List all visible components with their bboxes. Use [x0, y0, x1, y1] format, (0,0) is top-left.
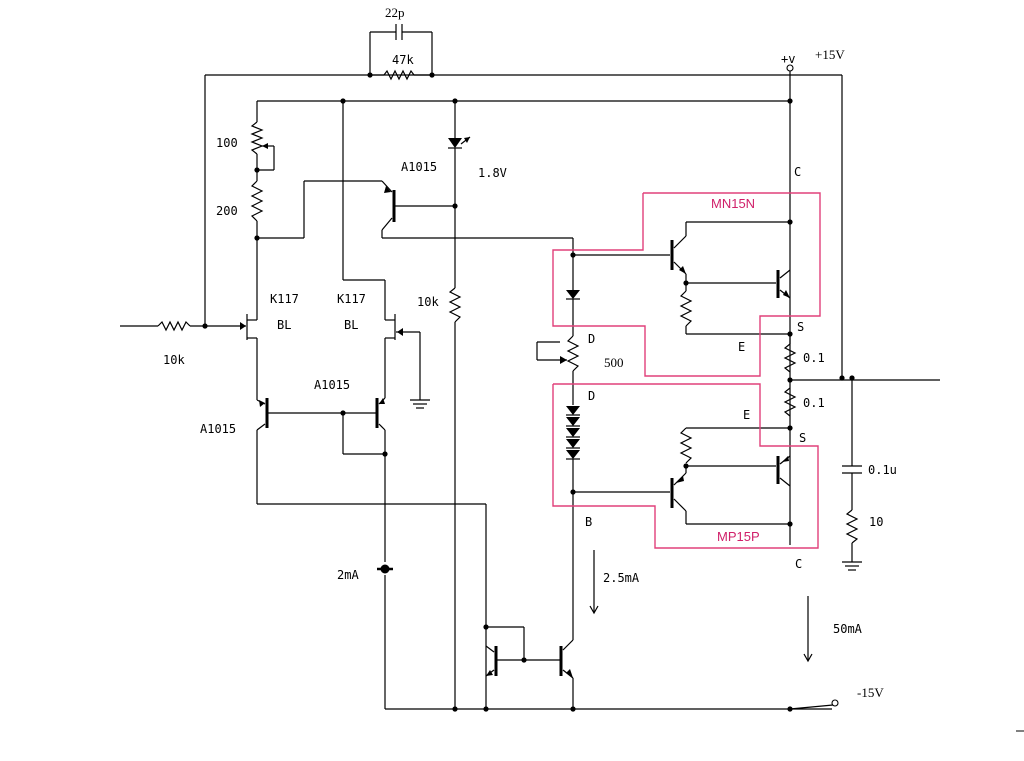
mp15p-outline	[552, 383, 819, 549]
vneg-terminal	[831, 699, 839, 707]
label-s-bot: S	[799, 431, 806, 445]
led-reference	[448, 101, 471, 709]
label-a1015-top: A1015	[401, 160, 437, 174]
label-47k: 47k	[392, 53, 414, 67]
label-c-top: C	[794, 165, 801, 179]
label-s-top: S	[797, 320, 804, 334]
current-arrows	[589, 550, 813, 663]
emitter-resistors	[783, 334, 940, 571]
label-10k-in: 10k	[163, 353, 185, 367]
label-2-5ma: 2.5mA	[603, 571, 640, 585]
label-d-top: D	[588, 332, 595, 346]
label-c-bot: C	[795, 557, 802, 571]
label-d-bot: D	[588, 389, 595, 403]
bias-resistors	[250, 101, 382, 320]
label-k117-1: K117	[270, 292, 299, 306]
vplus-terminal	[786, 64, 794, 72]
label-bl-2: BL	[344, 318, 358, 332]
power-rails	[204, 64, 843, 712]
label-50ma: 50mA	[833, 622, 863, 636]
label-b-bot: B	[585, 515, 592, 529]
label-e-bot: E	[743, 408, 750, 422]
mirror-a1015	[256, 397, 487, 709]
label-0-1-a: 0.1	[803, 351, 825, 365]
q-a1015-top	[381, 180, 573, 239]
label-mn15n: MN15N	[711, 196, 755, 211]
label-vplus: +v	[781, 52, 795, 66]
label-2ma: 2mA	[337, 568, 359, 582]
bottom-mirror	[483, 624, 574, 709]
label-22p: 22p	[385, 5, 405, 20]
feedback-network	[367, 24, 435, 81]
label-mp15p: MP15P	[717, 529, 760, 544]
label-0-1-b: 0.1	[803, 396, 825, 410]
mn15n-outline	[552, 192, 821, 377]
label-k117-2: K117	[337, 292, 366, 306]
label-15v: +15V	[815, 47, 845, 62]
bias-string	[536, 238, 580, 640]
label-a1015-left: A1015	[200, 422, 236, 436]
label-10k-mid: 10k	[417, 295, 439, 309]
label-a1015-mid: A1015	[314, 378, 350, 392]
label-200: 200	[216, 204, 238, 218]
label-bl-1: BL	[277, 318, 291, 332]
label-e-top: E	[738, 340, 745, 354]
label-100: 100	[216, 136, 238, 150]
label-500: 500	[604, 355, 624, 370]
label-0-1u: 0.1u	[868, 463, 897, 477]
label-10: 10	[869, 515, 883, 529]
current-source-2ma	[377, 564, 393, 709]
input-stage	[120, 101, 430, 409]
mp15p-darlington	[573, 425, 793, 527]
label-neg15v: -15V	[857, 685, 884, 700]
label-1-8v: 1.8V	[478, 166, 507, 180]
